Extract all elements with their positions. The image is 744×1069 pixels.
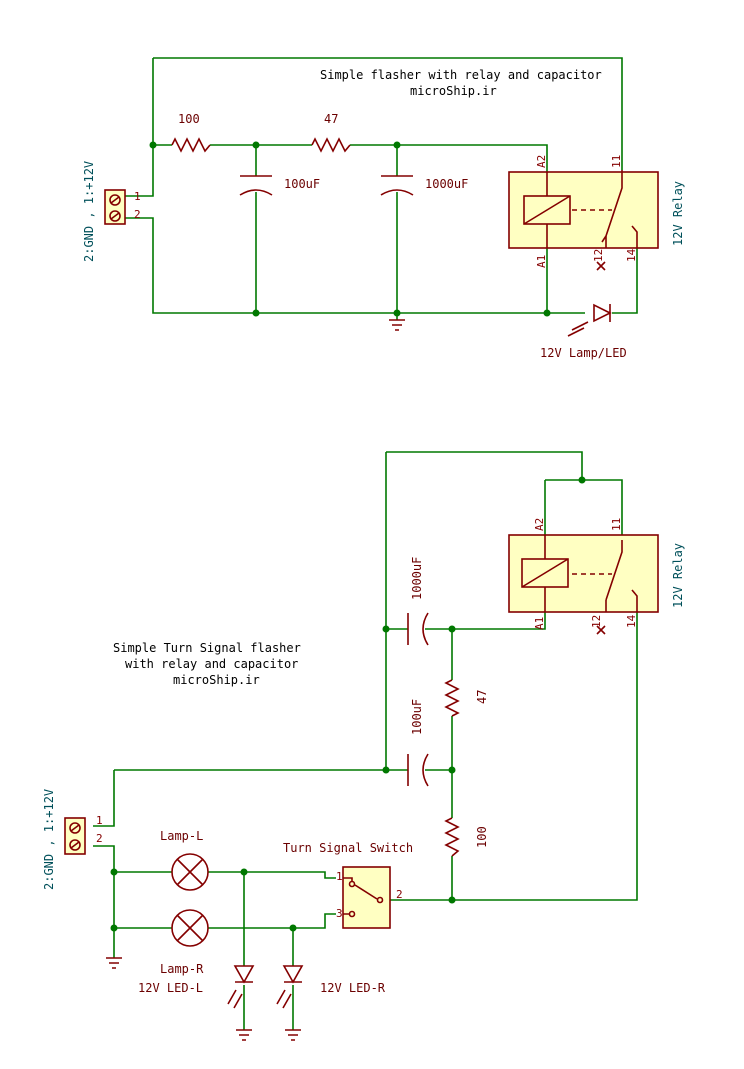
junction-dot	[110, 924, 118, 932]
title-note-line: Simple flasher with relay and capacitor	[320, 68, 602, 82]
resistor-r1	[171, 137, 211, 153]
connector-label: 2:GND , 1:+12V	[42, 789, 56, 890]
resistor-r2	[311, 137, 351, 153]
ground-symbol	[389, 319, 405, 331]
resistor-bottom-value: 100	[475, 826, 489, 848]
ground-symbol	[285, 1029, 301, 1041]
bottom-relay	[508, 534, 659, 635]
capacitor-bottom-value: 100uF	[410, 699, 424, 735]
junction-dot	[448, 766, 456, 774]
lamp-left	[171, 853, 209, 891]
led-label: 12V Lamp/LED	[540, 346, 627, 360]
ground-symbol	[236, 1029, 252, 1041]
resistor-top	[444, 679, 460, 717]
title-note-line: microShip.ir	[173, 673, 260, 687]
led-right	[276, 965, 304, 1009]
bottom-connector	[64, 817, 86, 855]
top-connector	[104, 189, 126, 225]
title-note-line: microShip.ir	[410, 84, 497, 98]
capacitor-c2	[380, 175, 414, 196]
led-left-label: 12V LED-L	[138, 981, 203, 995]
top-relay	[508, 170, 659, 271]
relay-pin-11: 11	[610, 155, 623, 168]
relay-pin-a2: A2	[533, 518, 546, 531]
relay-pin-a1: A1	[535, 255, 548, 268]
resistor-r1-value: 100	[178, 112, 200, 126]
junction-dot	[393, 141, 401, 149]
turn-signal-switch	[342, 866, 391, 929]
capacitor-c2-value: 1000uF	[425, 177, 468, 191]
connector-pin-label: 2	[134, 208, 141, 221]
connector-label: 2:GND , 1:+12V	[82, 161, 96, 262]
junction-dot	[149, 141, 157, 149]
top-circuit: 1 2 2:GND , 1:+12V 100 47 100uF 1000uF	[82, 57, 685, 360]
switch-pin-3: 3	[336, 907, 343, 920]
relay-pin-11: 11	[610, 518, 623, 531]
title-note-line: Simple Turn Signal flasher	[113, 641, 301, 655]
relay-label: 12V Relay	[671, 543, 685, 608]
junction-dot	[252, 141, 260, 149]
resistor-top-value: 47	[475, 690, 489, 704]
capacitor-bottom	[407, 753, 429, 787]
junction-dot	[252, 309, 260, 317]
relay-pin-12: 12	[592, 249, 605, 262]
connector-pin-label: 2	[96, 832, 103, 845]
led-left	[227, 965, 255, 1009]
junction-dot	[110, 868, 118, 876]
junction-dot	[448, 625, 456, 633]
junction-dot	[578, 476, 586, 484]
capacitor-c1	[239, 175, 273, 196]
resistor-r2-value: 47	[324, 112, 338, 126]
relay-pin-a1: A1	[533, 617, 546, 630]
junction-dot	[382, 766, 390, 774]
junction-dot	[382, 625, 390, 633]
connector-pin-label: 1	[96, 814, 103, 827]
capacitor-c1-value: 100uF	[284, 177, 320, 191]
connector-pin-label: 1	[134, 190, 141, 203]
junction-dot	[393, 309, 401, 317]
top-led	[567, 303, 612, 337]
junction-dot	[240, 868, 248, 876]
bottom-circuit: 1 2 2:GND , 1:+12V 1000uF 100uF 47 100	[42, 451, 685, 1041]
ground-symbol	[106, 957, 122, 969]
junction-dot	[289, 924, 297, 932]
led-right-label: 12V LED-R	[320, 981, 386, 995]
bottom-wires	[93, 451, 638, 1030]
relay-pin-a2: A2	[535, 155, 548, 168]
relay-label: 12V Relay	[671, 181, 685, 246]
relay-pin-12: 12	[590, 615, 603, 628]
switch-pin-2: 2	[396, 888, 403, 901]
lamp-left-label: Lamp-L	[160, 829, 203, 843]
capacitor-top	[407, 612, 429, 646]
switch-pin-1: 1	[336, 870, 343, 883]
resistor-bottom	[444, 817, 460, 857]
title-note-line: with relay and capacitor	[125, 657, 298, 671]
capacitor-top-value: 1000uF	[410, 557, 424, 600]
switch-label: Turn Signal Switch	[283, 841, 413, 855]
junction-dot	[448, 896, 456, 904]
lamp-right-label: Lamp-R	[160, 962, 204, 976]
relay-pin-14: 14	[625, 614, 638, 628]
lamp-right	[171, 909, 209, 947]
junction-dot	[543, 309, 551, 317]
relay-pin-14: 14	[625, 248, 638, 262]
